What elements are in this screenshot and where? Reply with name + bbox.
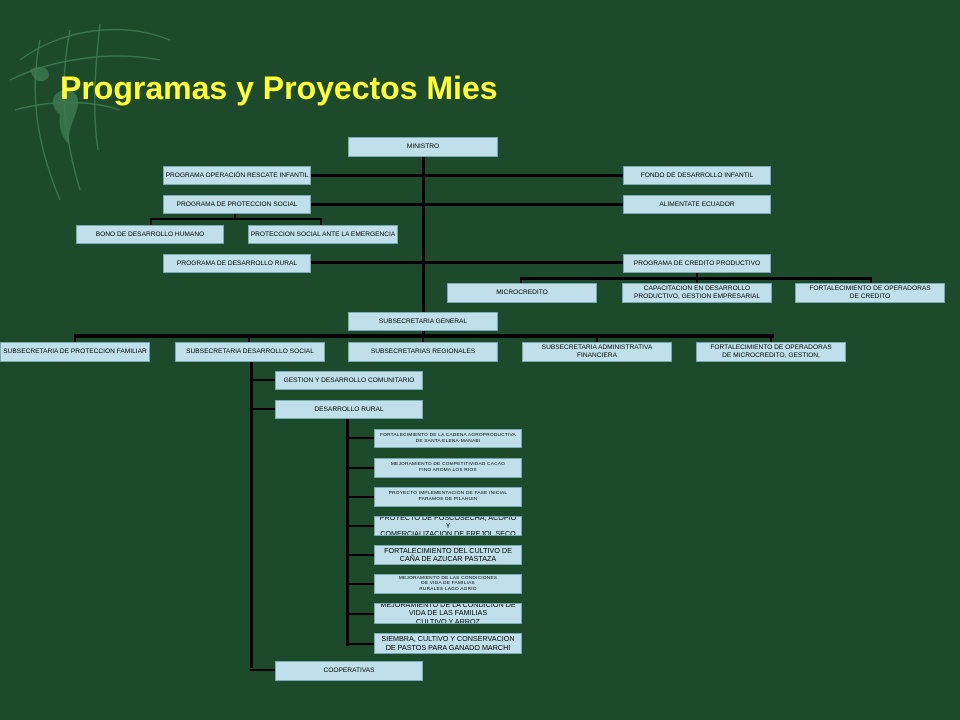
connector-proj-5 bbox=[346, 554, 374, 556]
connector-capacitacion bbox=[696, 277, 698, 284]
node-microcredito: MICROCREDITO bbox=[447, 283, 597, 303]
connector-trunk bbox=[422, 156, 425, 313]
connector-micro bbox=[520, 277, 522, 284]
node-alimentate: ALIMENTATE ECUADOR bbox=[623, 195, 771, 214]
node-proyecto-santa-elena: FORTALECIMIENTO DE LA CADENA AGROPRODUCT… bbox=[374, 429, 522, 448]
node-capacitacion: CAPACITACION EN DESARROLLO PRODUCTIVO, G… bbox=[622, 283, 772, 303]
node-sub-proteccion-familiar: SUBSECRETARIA DE PROTECCION FAMILIAR bbox=[0, 342, 150, 362]
connector-proj-2 bbox=[346, 467, 374, 469]
connector-bono bbox=[150, 218, 152, 226]
node-programa-credito: PROGRAMA DE CREDITO PRODUCTIVO bbox=[623, 254, 771, 273]
connector-sub-5 bbox=[770, 334, 772, 342]
node-subsecretaria-general: SUBSECRETARIA GENERAL bbox=[348, 312, 498, 331]
node-proyecto-lago-agrio: MEJORAMIENTO DE LAS CONDICIONES DE VIDA … bbox=[374, 574, 522, 594]
node-bono: BONO DE DESARROLLO HUMANO bbox=[76, 225, 224, 244]
connector-proj-8 bbox=[346, 643, 374, 645]
connector-rural bbox=[310, 261, 624, 264]
connector-sub-bar bbox=[74, 334, 774, 338]
connector-proj-1 bbox=[346, 437, 374, 439]
connector-proj-4 bbox=[346, 525, 374, 527]
connector-sub-2 bbox=[248, 334, 250, 342]
connector-credito-down bbox=[696, 273, 698, 278]
globe-logo-icon bbox=[9, 23, 171, 201]
node-proteccion-emergencia: PROTECCION SOCIAL ANTE LA EMERGENCIA bbox=[248, 225, 398, 244]
connector-cooperativas bbox=[250, 669, 276, 671]
connector-emergencia bbox=[320, 218, 322, 226]
node-sub-desarrollo-social: SUBSECRETARIA DESARROLLO SOCIAL bbox=[175, 342, 325, 362]
connector-operadoras bbox=[870, 277, 872, 284]
connector-gestion bbox=[250, 379, 276, 381]
node-gestion-comunitario: GESTION Y DESARROLLO COMUNITARIO bbox=[275, 371, 423, 390]
connector-proteccion-down bbox=[234, 213, 236, 219]
node-desarrollo-rural: DESARROLLO RURAL bbox=[275, 400, 423, 419]
node-proyecto-cacao: MEJORAMIENTO DE COMPETITIVIDAD CACAO FIN… bbox=[374, 458, 522, 478]
node-proyecto-arroz: MEJORAMIENTO DE LA CONDICION DE VIDA DE … bbox=[374, 603, 522, 624]
connector-proteccion bbox=[310, 203, 624, 206]
node-ministro: MINISTRO bbox=[348, 137, 498, 157]
node-proyecto-pilahuin: PROYECTO IMPLEMENTACION DE FASE INICIAL … bbox=[374, 487, 522, 507]
connector-desarrollo-rural bbox=[250, 408, 276, 410]
connector-proj-3 bbox=[346, 496, 374, 498]
node-fondo-infantil: FONDO DE DESARROLLO INFANTIL bbox=[623, 166, 771, 185]
connector-rescate bbox=[310, 174, 624, 177]
connector-subgeneral-down bbox=[422, 330, 425, 335]
node-programa-proteccion: PROGRAMA DE PROTECCION SOCIAL bbox=[163, 195, 311, 214]
connector-proj-6 bbox=[346, 583, 374, 585]
node-programa-rural: PROGRAMA DE DESARROLLO RURAL bbox=[163, 254, 311, 273]
node-sub-regionales: SUBSECRETARIAS REGIONALES bbox=[348, 342, 498, 362]
node-fortalecimiento-operadoras-microcredito: FORTALECIMIENTO DE OPERADORAS DE MICROCR… bbox=[696, 342, 846, 362]
connector-social-spine bbox=[250, 362, 253, 668]
node-fortalecimiento-operadoras-credito: FORTALECIMIENTO DE OPERADORAS DE CREDITO bbox=[795, 283, 945, 303]
connector-proj-7 bbox=[346, 613, 374, 615]
node-programa-rescate: PROGRAMA OPERACIÓN RESCATE INFANTIL bbox=[163, 166, 311, 185]
connector-rural-spine bbox=[346, 418, 349, 646]
connector-sub-3 bbox=[422, 334, 424, 342]
connector-sub-1 bbox=[74, 334, 76, 342]
page-title: Programas y Proyectos Mies bbox=[60, 70, 498, 106]
connector-proteccion-bar bbox=[150, 218, 320, 220]
node-proyecto-frejol: PROYECTO DE POSCOSECHA, ACOPIO Y COMERCI… bbox=[374, 516, 522, 536]
connector-sub-4 bbox=[596, 334, 598, 342]
node-proyecto-cana-azucar: FORTALECIMIENTO DEL CULTIVO DE CAÑA DE A… bbox=[374, 545, 522, 565]
node-sub-administrativa: SUBSECRETARIA ADMINISTRATIVA FINANCIERA bbox=[522, 342, 672, 362]
node-cooperativas: COOPERATIVAS bbox=[275, 661, 423, 681]
node-proyecto-pastos: SIEMBRA, CULTIVO Y CONSERVACION DE PASTO… bbox=[374, 633, 522, 654]
